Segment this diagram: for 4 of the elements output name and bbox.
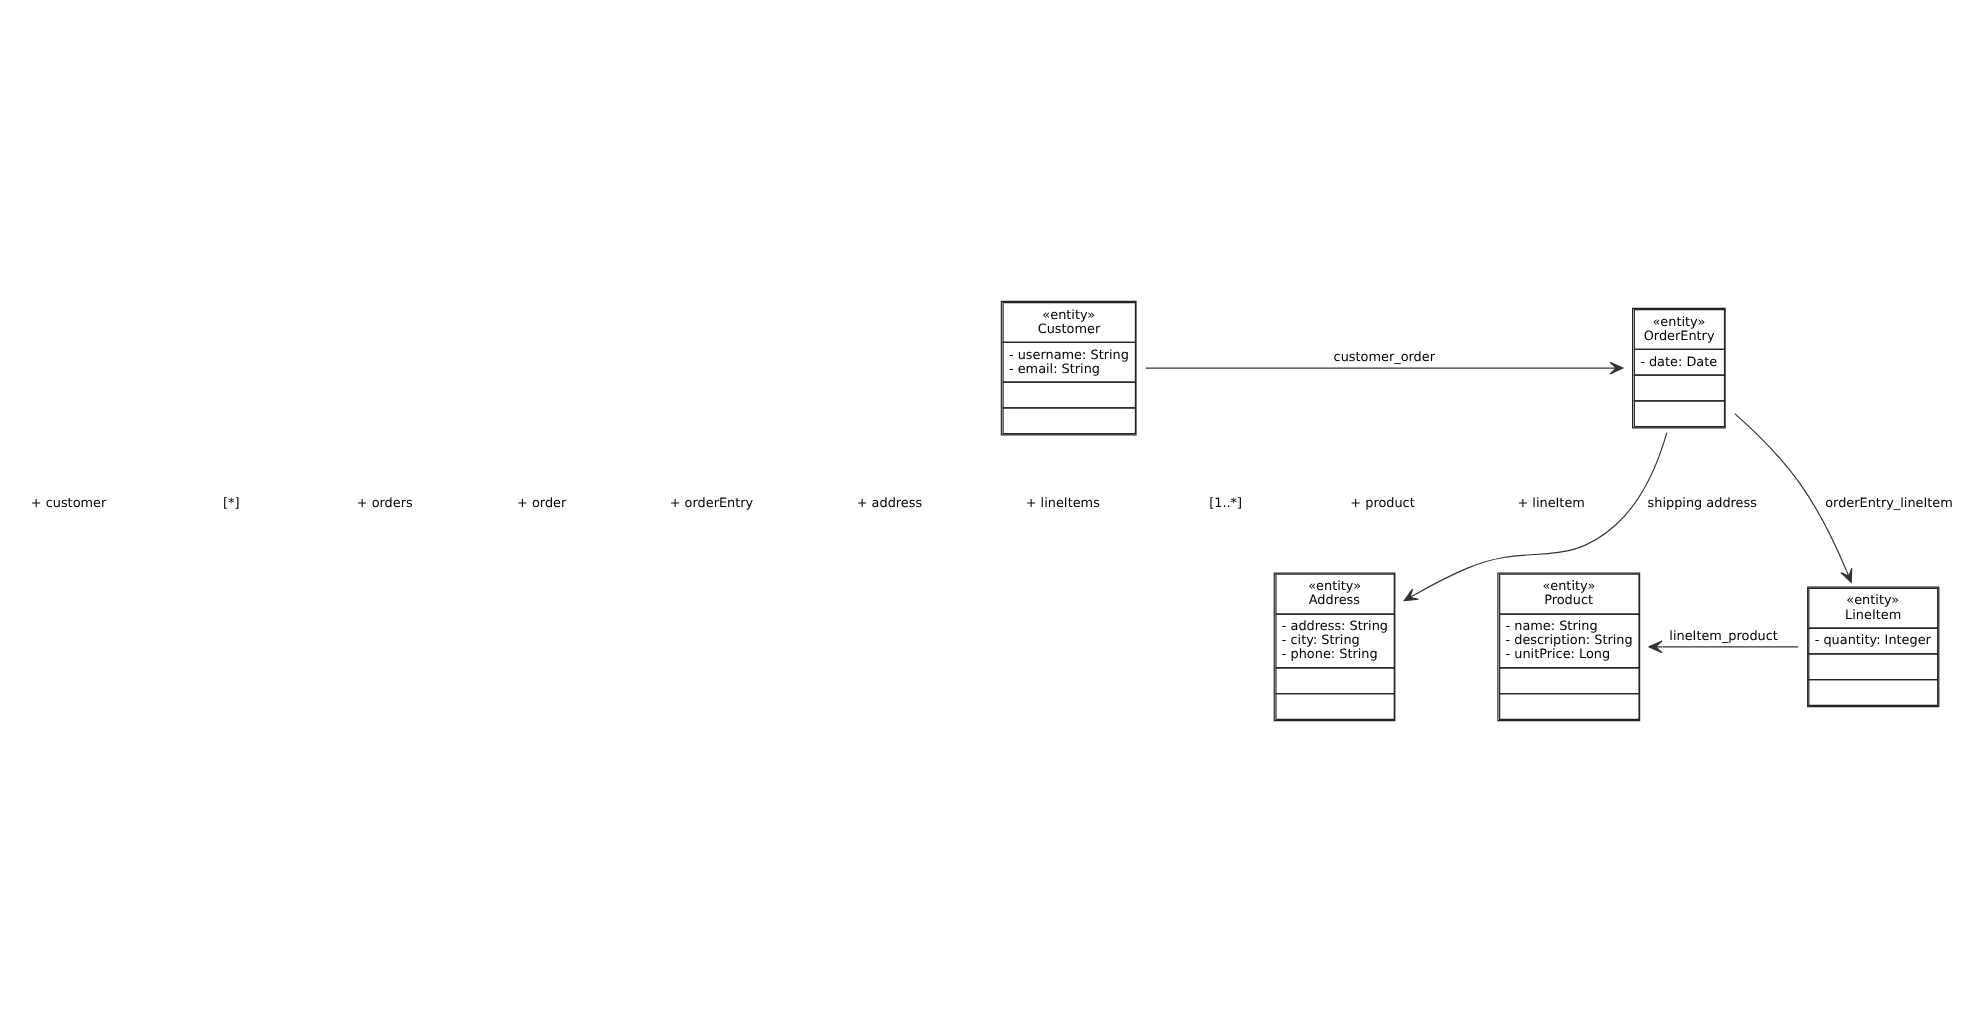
arrow	[1734, 412, 1853, 582]
arrow	[1145, 360, 1624, 374]
arrow	[1648, 639, 1799, 653]
arrow	[1403, 431, 1668, 601]
